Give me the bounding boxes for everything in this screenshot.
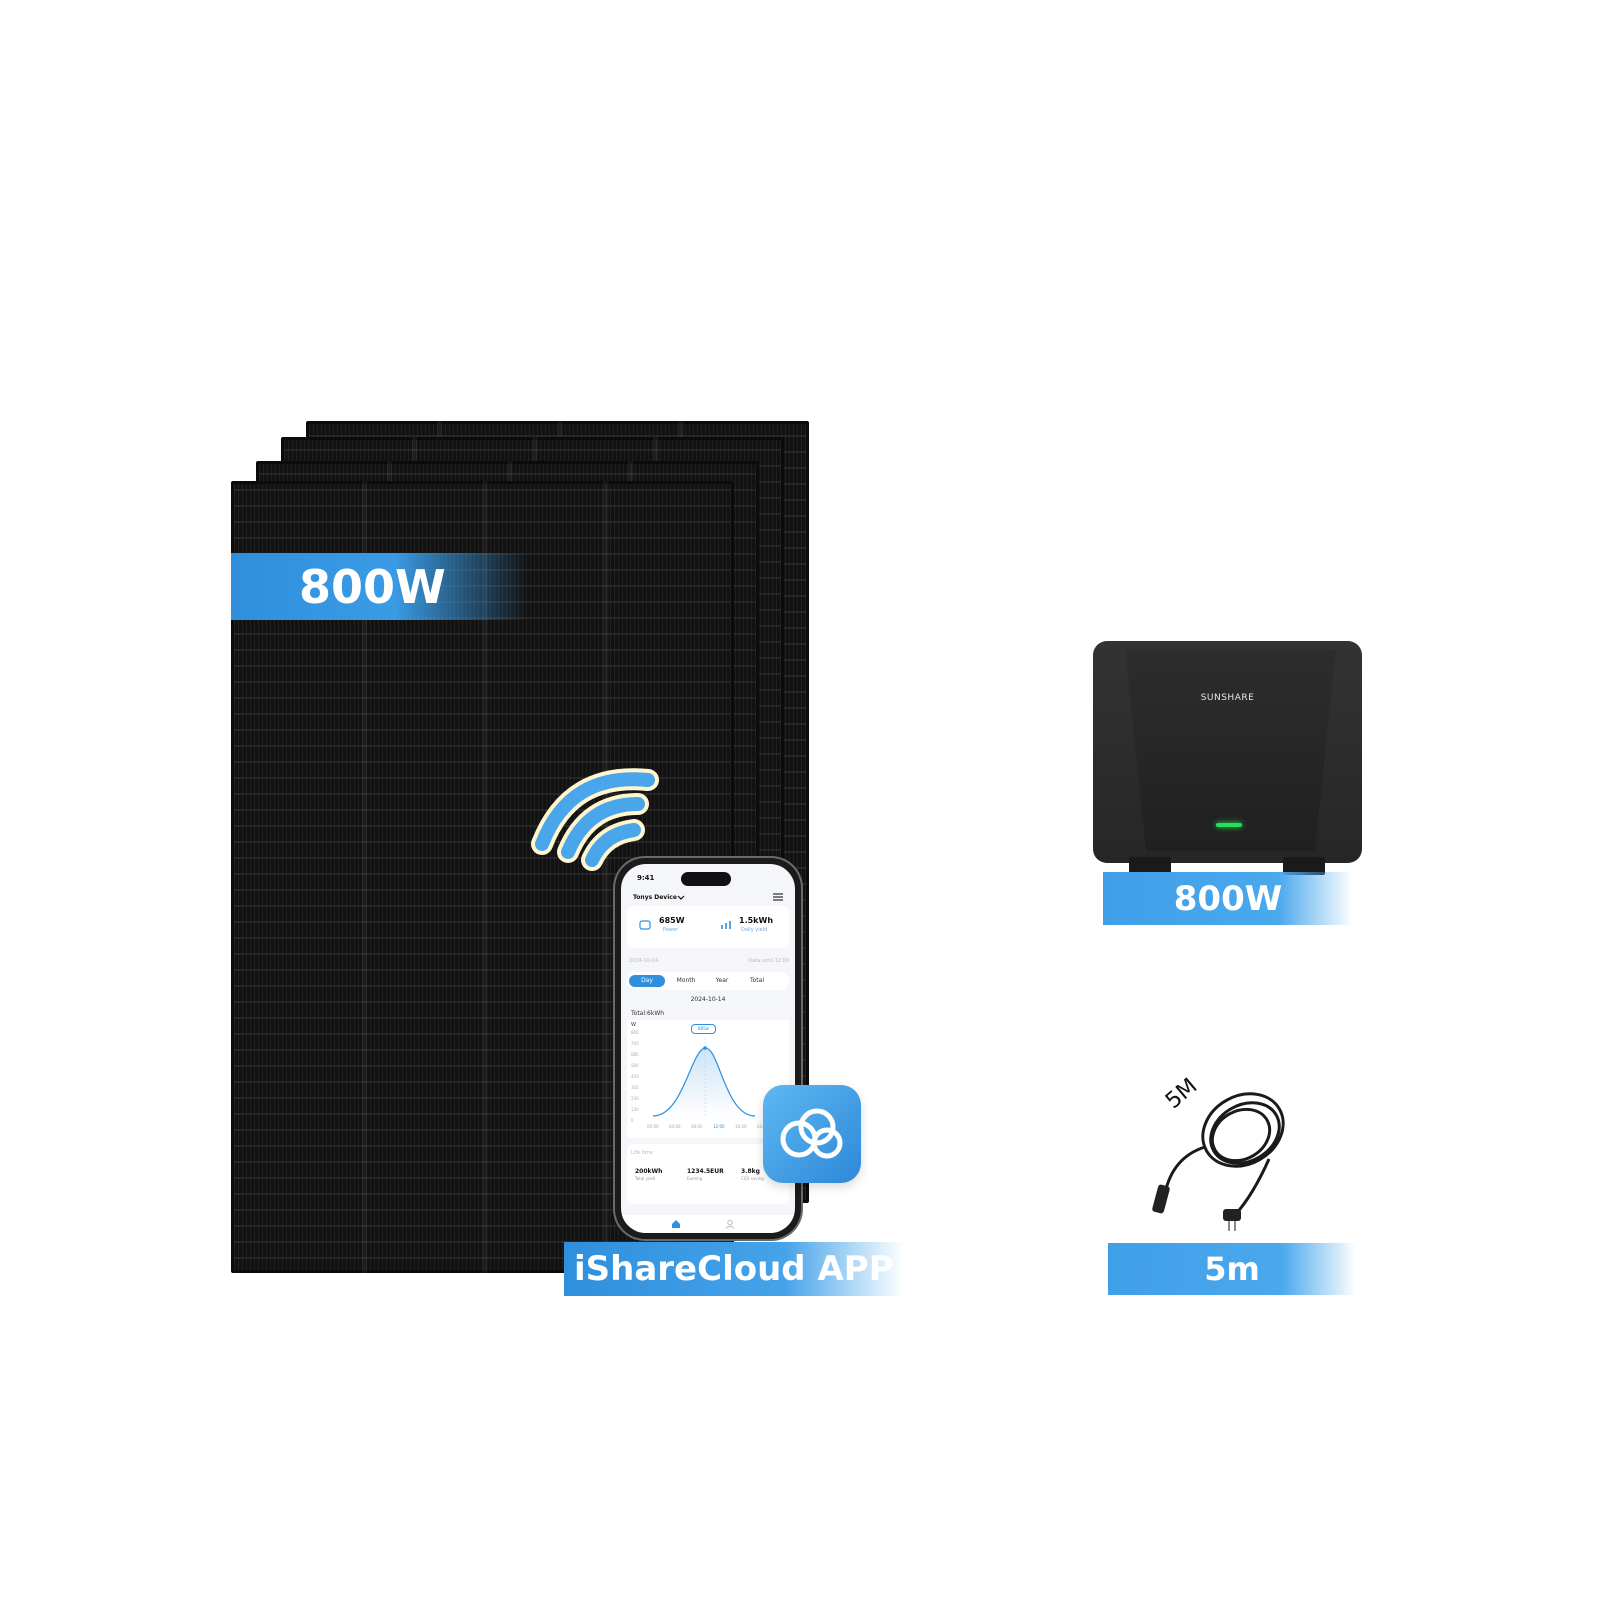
tab-total[interactable]: Total (749, 977, 764, 984)
y-tick-label: 500 (631, 1063, 639, 1068)
home-icon[interactable] (671, 1219, 681, 1229)
chart-total: Total:6kWh (631, 1010, 665, 1017)
stat-total-yield-label: Total yield (635, 1176, 656, 1181)
connector (1283, 857, 1325, 875)
micro-inverter: SUNSHARE (1093, 641, 1362, 875)
x-tick-label: 12:00 (713, 1124, 725, 1129)
panel-power-badge: 800W (231, 553, 528, 620)
x-tick-label: 00:00 (647, 1124, 659, 1129)
x-tick-label: 04:00 (669, 1124, 681, 1129)
y-tick-label: 450 (631, 1074, 639, 1079)
stat-co2-label: CO2 saving (741, 1176, 764, 1181)
lifetime-card: Life time 200kWh Total yield 1234.5EUR E… (627, 1144, 789, 1204)
x-tick-label: 16:00 (735, 1124, 747, 1129)
cable-length-badge: 5m (1108, 1243, 1356, 1295)
y-tick-label: 130 (631, 1107, 639, 1112)
power-plug-icon (1152, 1092, 1285, 1231)
inverter-brand: SUNSHARE (1200, 693, 1255, 703)
menu-icon[interactable] (773, 893, 783, 901)
tab-month[interactable]: Month (676, 977, 696, 984)
chevron-down-icon (677, 895, 685, 900)
connector (1129, 857, 1171, 875)
cloud-app-icon (763, 1085, 861, 1183)
device-selector[interactable]: Tonys Device (633, 894, 677, 901)
status-time: 9:41 (637, 874, 655, 882)
y-tick-label: 0 (631, 1118, 634, 1123)
phone-mockup: 9:41 Tonys Device 685W Power 1.5kWh Dail… (615, 858, 801, 1239)
stat-earning: 1234.5EUR (687, 1168, 724, 1175)
summary-card: 685W Power 1.5kWh Daily yield (627, 906, 789, 948)
y-tick-label: 700 (631, 1041, 639, 1046)
stat-earning-label: Earning (687, 1176, 703, 1181)
y-tick-label: 800 (631, 1030, 639, 1035)
power-label: Power (663, 927, 679, 933)
power-curve (652, 1038, 756, 1117)
daily-yield-value: 1.5kWh (739, 916, 774, 925)
bottom-nav (621, 1215, 795, 1233)
status-led (1216, 823, 1242, 827)
power-icon (639, 920, 651, 930)
power-chart: W 800 700 685 500 450 350 230 130 0 00:00 04:00 08… (627, 1020, 789, 1138)
tab-day[interactable]: Day (629, 975, 665, 987)
x-tick-label: 08:00 (691, 1124, 703, 1129)
meta-date: 2024-10-14 (629, 958, 659, 964)
inverter-power-badge: 800W (1103, 872, 1353, 925)
app-name-badge: iShareCloud APP (564, 1242, 904, 1296)
chart-unit: W (631, 1022, 636, 1028)
phone-notch (681, 872, 731, 886)
x-tick-label: 20:00 (757, 1124, 769, 1129)
inverter-front (1125, 649, 1336, 851)
lifetime-label: Life time (631, 1150, 653, 1156)
y-tick-label: 350 (631, 1085, 639, 1090)
chart-tooltip: 685w (691, 1024, 716, 1034)
chart-date[interactable]: 2024-10-14 (690, 996, 726, 1003)
tab-year[interactable]: Year (715, 977, 729, 984)
stat-total-yield: 200kWh (635, 1168, 663, 1175)
daily-yield-icon (721, 921, 731, 929)
y-tick-label: 230 (631, 1096, 639, 1101)
meta-data-until: Data until 12:00 (748, 958, 789, 964)
power-value: 685W (659, 916, 685, 925)
daily-yield-label: Daily yield (741, 927, 768, 933)
period-tabs: Day Month Year Total (627, 972, 789, 990)
stat-co2: 3.8kg (741, 1168, 760, 1175)
y-tick-label: 685 (631, 1052, 639, 1057)
wifi-icon (531, 768, 659, 871)
cloud-glyph (780, 1108, 843, 1159)
profile-icon[interactable] (725, 1219, 735, 1229)
